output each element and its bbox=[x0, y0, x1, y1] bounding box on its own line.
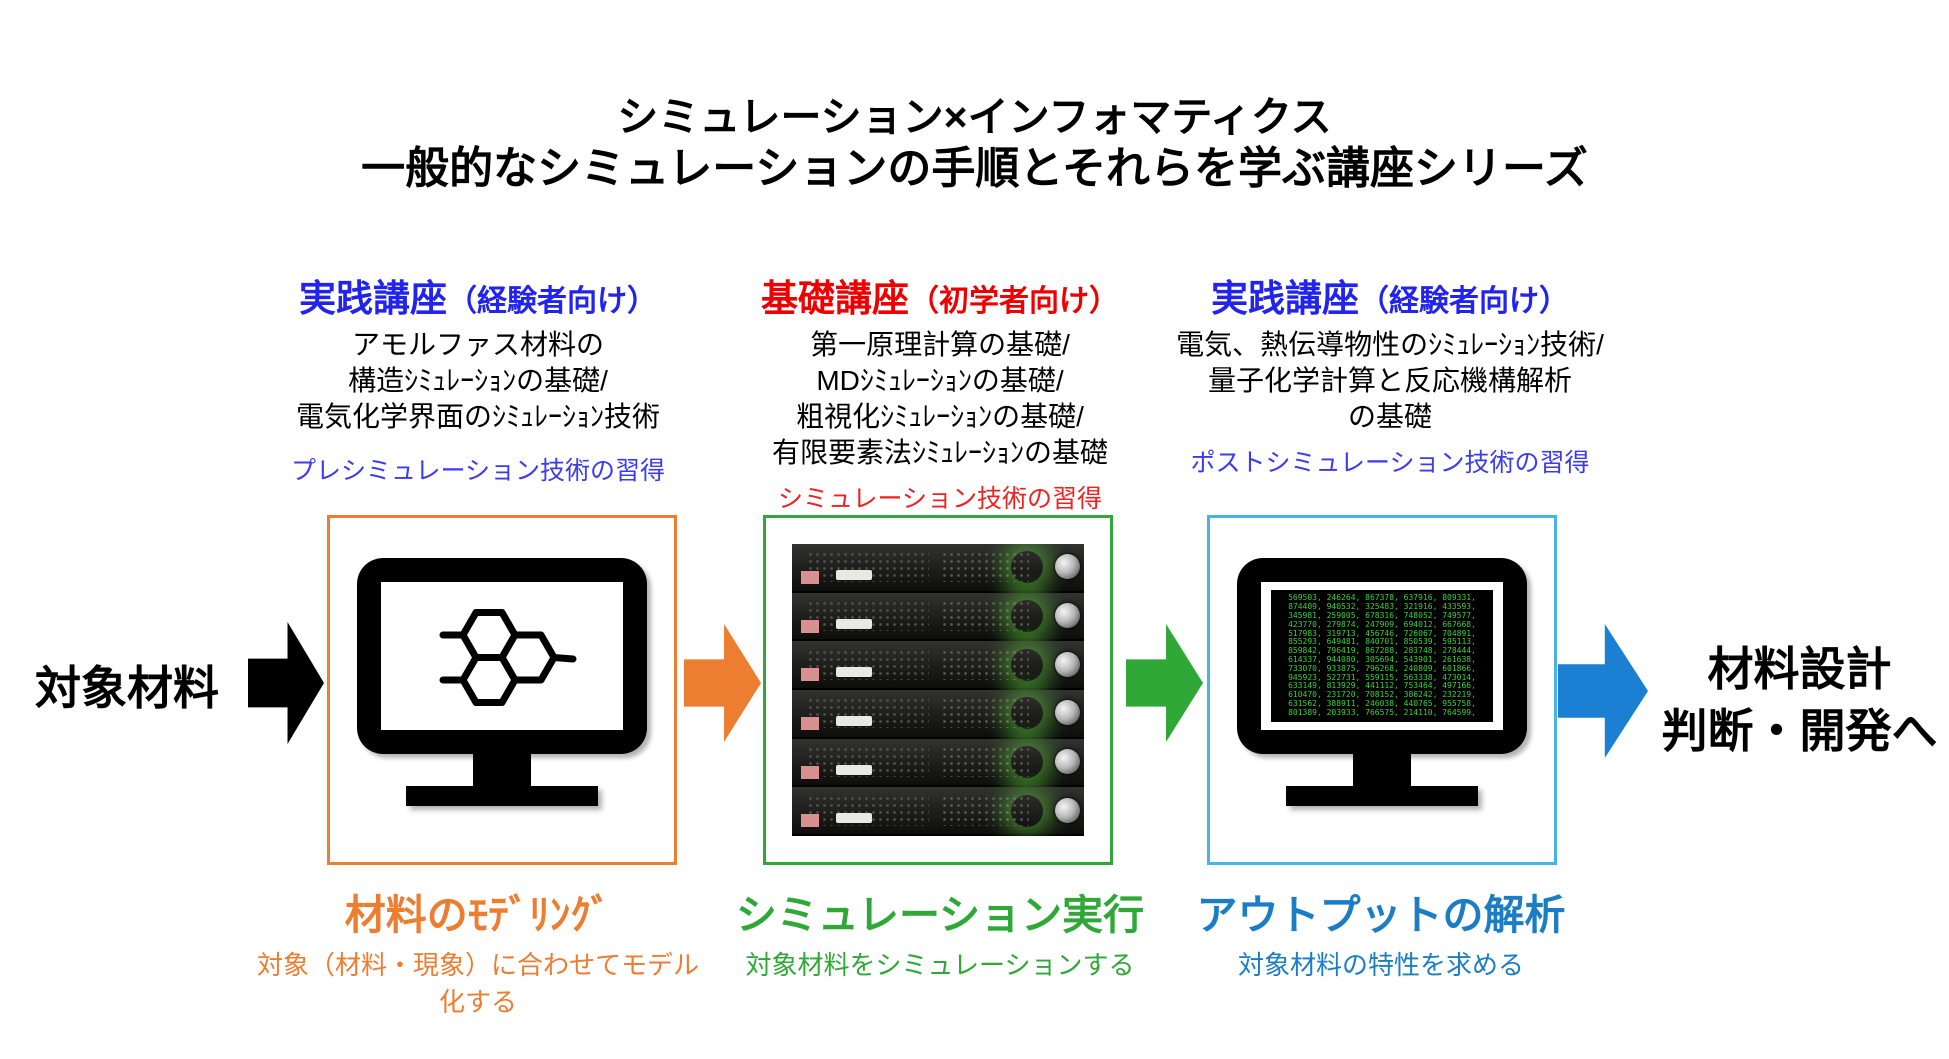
molecule-icon bbox=[439, 609, 577, 706]
server-vents bbox=[940, 648, 1029, 680]
arrow-simulation-to-analysis-icon bbox=[1126, 624, 1203, 742]
rack-thumbscrew-icon bbox=[1055, 651, 1080, 677]
server-slot bbox=[835, 667, 872, 678]
title-line-1: シミュレーション×インフォマティクス bbox=[617, 94, 1332, 140]
server-latch bbox=[800, 668, 819, 682]
course-header-post-title: 実践講座 bbox=[1211, 278, 1359, 319]
server-latch bbox=[800, 619, 819, 633]
server-unit bbox=[792, 544, 1084, 593]
server-latch bbox=[800, 571, 819, 585]
server-slot bbox=[835, 764, 872, 775]
arrow-output-icon bbox=[1558, 624, 1648, 758]
step-label-simulation: シミュレーション実行 対象材料をシミュレーションする bbox=[714, 891, 1166, 982]
step-label-analysis: アウトプットの解析 対象材料の特性を求める bbox=[1155, 891, 1607, 982]
server-latch bbox=[800, 765, 819, 779]
server-vents bbox=[940, 551, 1029, 583]
server-led-icon bbox=[1011, 697, 1043, 729]
step-subtitle-modeling: 対象（材料・現象）に合わせてモデル化する bbox=[256, 950, 699, 1017]
monitor-frame bbox=[357, 558, 647, 754]
server-led-icon bbox=[1011, 600, 1043, 632]
rack-thumbscrew-icon bbox=[1055, 749, 1080, 775]
server-slot bbox=[835, 618, 872, 629]
arrow-input-icon bbox=[248, 622, 324, 744]
course-topics-basic: 第一原理計算の基礎/ MDｼﾐｭﾚｰｼｮﾝの基礎/ 粗視化ｼﾐｭﾚｰｼｮﾝの基礎… bbox=[771, 329, 1108, 468]
rack-thumbscrew-icon bbox=[1055, 797, 1080, 823]
course-column-pre-simulation: 実践講座（経験者向け） アモルファス材料の 構造ｼﾐｭﾚｰｼｮﾝの基礎/ 電気化… bbox=[178, 276, 778, 487]
monitor-terminal-icon: 569503, 246264, 867378, 637916, 809331, … bbox=[1237, 558, 1527, 806]
server-led-icon bbox=[1011, 795, 1043, 827]
course-header-post-audience: （経験者向け） bbox=[1359, 285, 1569, 318]
server-latch bbox=[800, 717, 819, 731]
rack-thumbscrew-icon bbox=[1055, 700, 1080, 726]
monitor-stand-base bbox=[1286, 786, 1478, 806]
monitor-stand-base bbox=[406, 786, 598, 806]
course-header-pre: 実践講座（経験者向け） bbox=[178, 276, 778, 325]
modeling-box bbox=[327, 515, 677, 865]
step-subtitle-analysis: 対象材料の特性を求める bbox=[1237, 950, 1524, 980]
monitor-frame: 569503, 246264, 867378, 637916, 809331, … bbox=[1237, 558, 1527, 754]
course-header-basic-audience: （初学者向け） bbox=[909, 285, 1119, 318]
server-unit bbox=[792, 690, 1084, 739]
server-unit bbox=[792, 641, 1084, 691]
monitor-screen: 569503, 246264, 867378, 637916, 809331, … bbox=[1261, 582, 1503, 730]
terminal-output: 569503, 246264, 867378, 637916, 809331, … bbox=[1271, 590, 1493, 722]
page-title: シミュレーション×インフォマティクス 一般的なシミュレーションの手順とそれらを学… bbox=[0, 92, 1949, 196]
output-goal-line-1: 材料設計 bbox=[1707, 643, 1892, 695]
server-unit bbox=[792, 787, 1084, 836]
course-header-post: 実践講座（経験者向け） bbox=[1080, 276, 1700, 325]
server-vents bbox=[940, 600, 1029, 631]
title-line-2: 一般的なシミュレーションの手順とそれらを学ぶ講座シリーズ bbox=[361, 144, 1588, 193]
course-topics-post: 電気、熱伝導物性のｼﾐｭﾚｰｼｮﾝ技術/ 量子化学計算と反応機構解析 の基礎 bbox=[1176, 329, 1604, 432]
server-vents bbox=[940, 697, 1029, 729]
rack-thumbscrew-icon bbox=[1055, 554, 1080, 580]
monitor-screen bbox=[381, 582, 623, 730]
server-vents bbox=[940, 746, 1029, 777]
step-title-modeling: 材料のﾓﾃﾞﾘﾝｸﾞ bbox=[344, 892, 612, 938]
server-slot bbox=[835, 716, 872, 727]
monitor-molecule-icon bbox=[357, 558, 647, 806]
monitor-stand-neck bbox=[473, 754, 531, 786]
step-label-modeling: 材料のﾓﾃﾞﾘﾝｸﾞ 対象（材料・現象）に合わせてモデル化する bbox=[252, 891, 704, 1019]
input-material-label: 対象材料 bbox=[35, 662, 219, 714]
server-latch bbox=[800, 814, 819, 828]
server-slot bbox=[835, 813, 872, 824]
course-column-post-simulation: 実践講座（経験者向け） 電気、熱伝導物性のｼﾐｭﾚｰｼｮﾝ技術/ 量子化学計算と… bbox=[1080, 276, 1700, 479]
server-unit bbox=[792, 592, 1084, 642]
server-vents bbox=[940, 794, 1029, 826]
server-led-icon bbox=[1011, 746, 1043, 778]
output-goal-line-2: 判断・開発へ bbox=[1661, 705, 1938, 757]
step-title-analysis: アウトプットの解析 bbox=[1196, 892, 1566, 938]
course-goal-pre: プレシミュレーション技術の習得 bbox=[290, 457, 665, 485]
terminal-numbers: 569503, 246264, 867378, 637916, 809331, … bbox=[1288, 593, 1476, 717]
course-goal-basic: シミュレーション技術の習得 bbox=[777, 485, 1102, 513]
course-header-basic: 基礎講座（初学者向け） bbox=[640, 276, 1240, 325]
course-header-pre-title: 実践講座 bbox=[299, 278, 447, 319]
course-column-basic: 基礎講座（初学者向け） 第一原理計算の基礎/ MDｼﾐｭﾚｰｼｮﾝの基礎/ 粗視… bbox=[640, 276, 1240, 515]
rack-thumbscrew-icon bbox=[1055, 603, 1080, 628]
analysis-box: 569503, 246264, 867378, 637916, 809331, … bbox=[1207, 515, 1557, 865]
output-goal-label: 材料設計 判断・開発へ bbox=[1650, 638, 1949, 762]
course-topics-pre: アモルファス材料の 構造ｼﾐｭﾚｰｼｮﾝの基礎/ 電気化学界面のｼﾐｭﾚｰｼｮﾝ… bbox=[295, 329, 660, 432]
server-led-icon bbox=[1011, 551, 1043, 583]
server-led-icon bbox=[1011, 649, 1043, 681]
simulation-box bbox=[763, 515, 1113, 865]
server-unit bbox=[792, 738, 1084, 788]
step-subtitle-simulation: 対象材料をシミュレーションする bbox=[745, 950, 1135, 980]
course-goal-post: ポストシミュレーション技術の習得 bbox=[1190, 449, 1590, 477]
server-rack-photo bbox=[792, 544, 1084, 836]
arrow-modeling-to-simulation-icon bbox=[684, 624, 761, 742]
course-header-basic-title: 基礎講座 bbox=[761, 278, 909, 319]
step-title-simulation: シミュレーション実行 bbox=[735, 892, 1145, 938]
monitor-stand-neck bbox=[1353, 754, 1411, 786]
server-slot bbox=[835, 570, 872, 581]
course-header-pre-audience: （経験者向け） bbox=[447, 285, 657, 318]
